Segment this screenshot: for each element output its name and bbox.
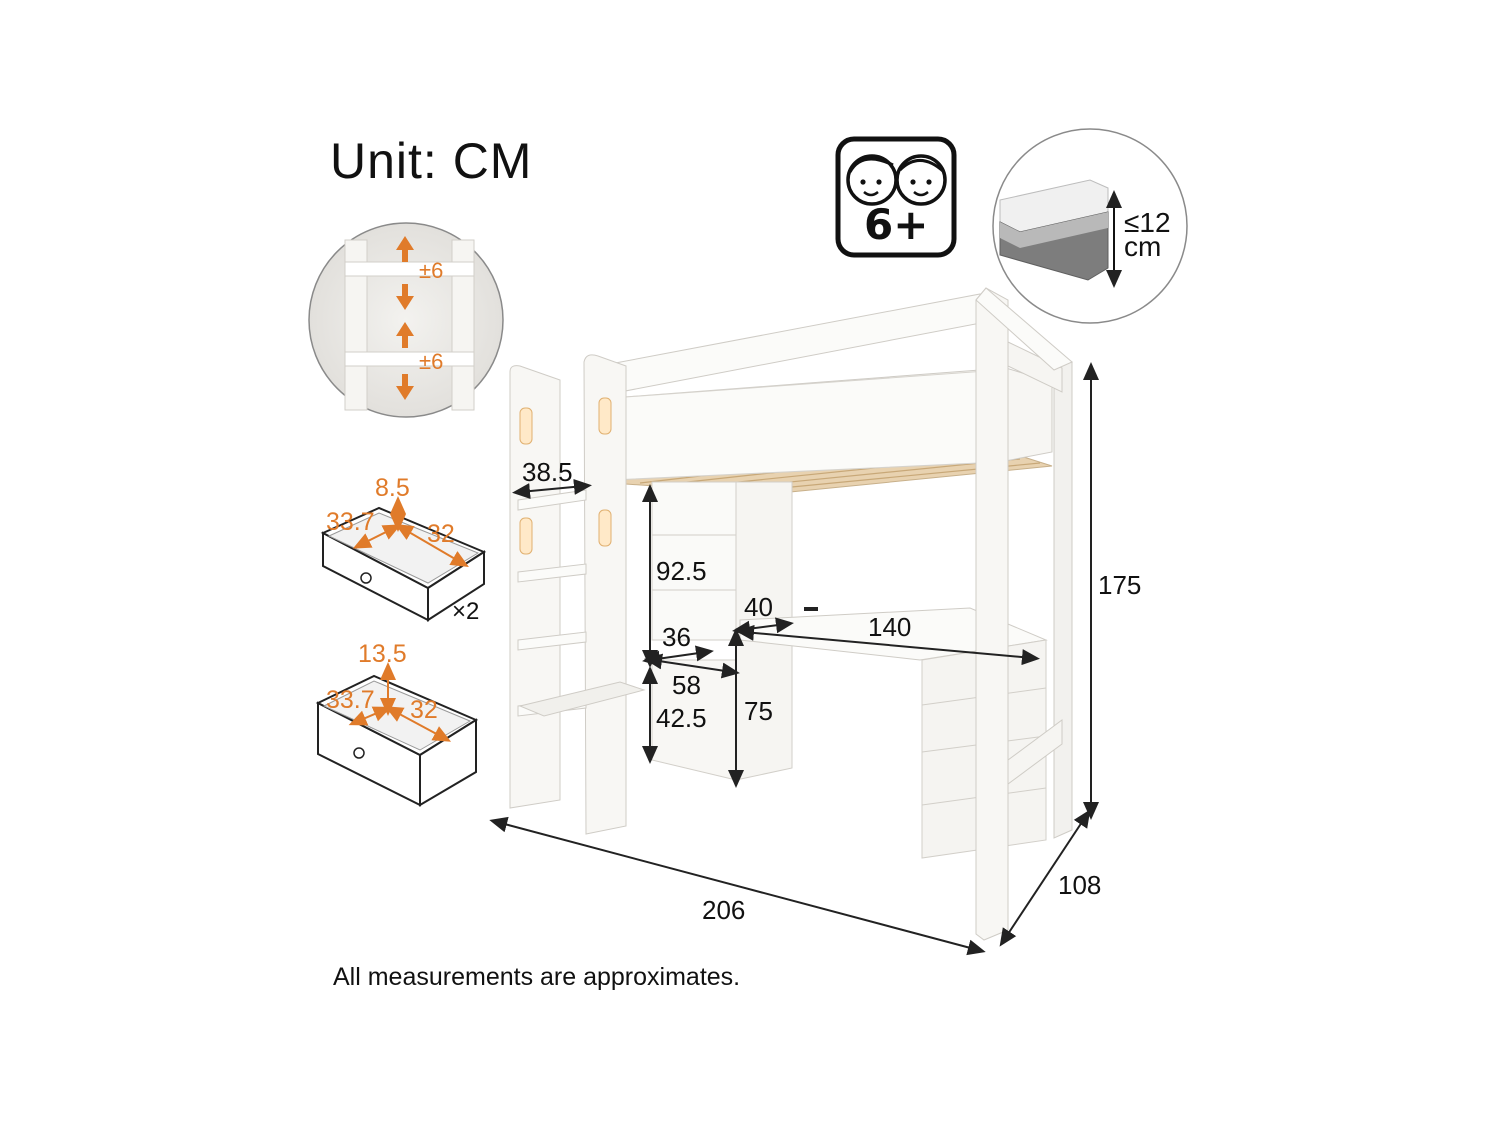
arrow-down-icon — [396, 374, 414, 400]
loft-bed — [509, 287, 1073, 941]
approximation-note: All measurements are approximates. — [333, 963, 741, 991]
drawer-large-depth: 33.7 — [326, 686, 375, 714]
ladder-adjust-bottom: ±6 — [419, 349, 444, 374]
ladder-width: 38.5 — [522, 457, 573, 487]
ladder-adjust-top: ±6 — [419, 258, 444, 283]
arrow-up-icon — [396, 322, 414, 348]
arrow-up-icon — [396, 236, 414, 262]
drawer-small-count: ×2 — [452, 598, 480, 625]
drawer-small-drawing — [320, 496, 487, 622]
total-length: 206 — [702, 895, 746, 925]
drawer-large-height: 13.5 — [358, 640, 407, 668]
age-rating: 6+ — [864, 200, 929, 249]
shelf-width: 36 — [662, 622, 691, 652]
ladder-adjust-inset — [308, 222, 504, 418]
total-width: 108 — [1058, 870, 1102, 900]
cabinet-height: 42.5 — [656, 703, 707, 733]
mattress-thickness-value: ≤12 — [1124, 207, 1171, 238]
drawer-large-width: 32 — [410, 696, 438, 724]
desk-length: 140 — [868, 612, 912, 642]
drawer-large-drawing — [315, 662, 479, 807]
unit-label: Unit: CM — [330, 133, 533, 189]
drawer-small-depth: 33.7 — [326, 508, 375, 536]
cabinet-depth: 58 — [672, 670, 701, 700]
mattress-inset — [992, 128, 1188, 324]
shelf-height: 92.5 — [656, 556, 707, 586]
desk-depth: 40 — [744, 592, 773, 622]
age-badge — [835, 136, 957, 258]
arrow-down-icon — [396, 284, 414, 310]
drawer-small-width: 32 — [427, 520, 455, 548]
drawer-small-height: 8.5 — [375, 474, 410, 502]
dimension-lines — [489, 362, 1099, 956]
mattress-thickness-unit: cm — [1124, 231, 1162, 262]
total-height: 175 — [1098, 570, 1142, 600]
desk-height: 75 — [744, 696, 773, 726]
